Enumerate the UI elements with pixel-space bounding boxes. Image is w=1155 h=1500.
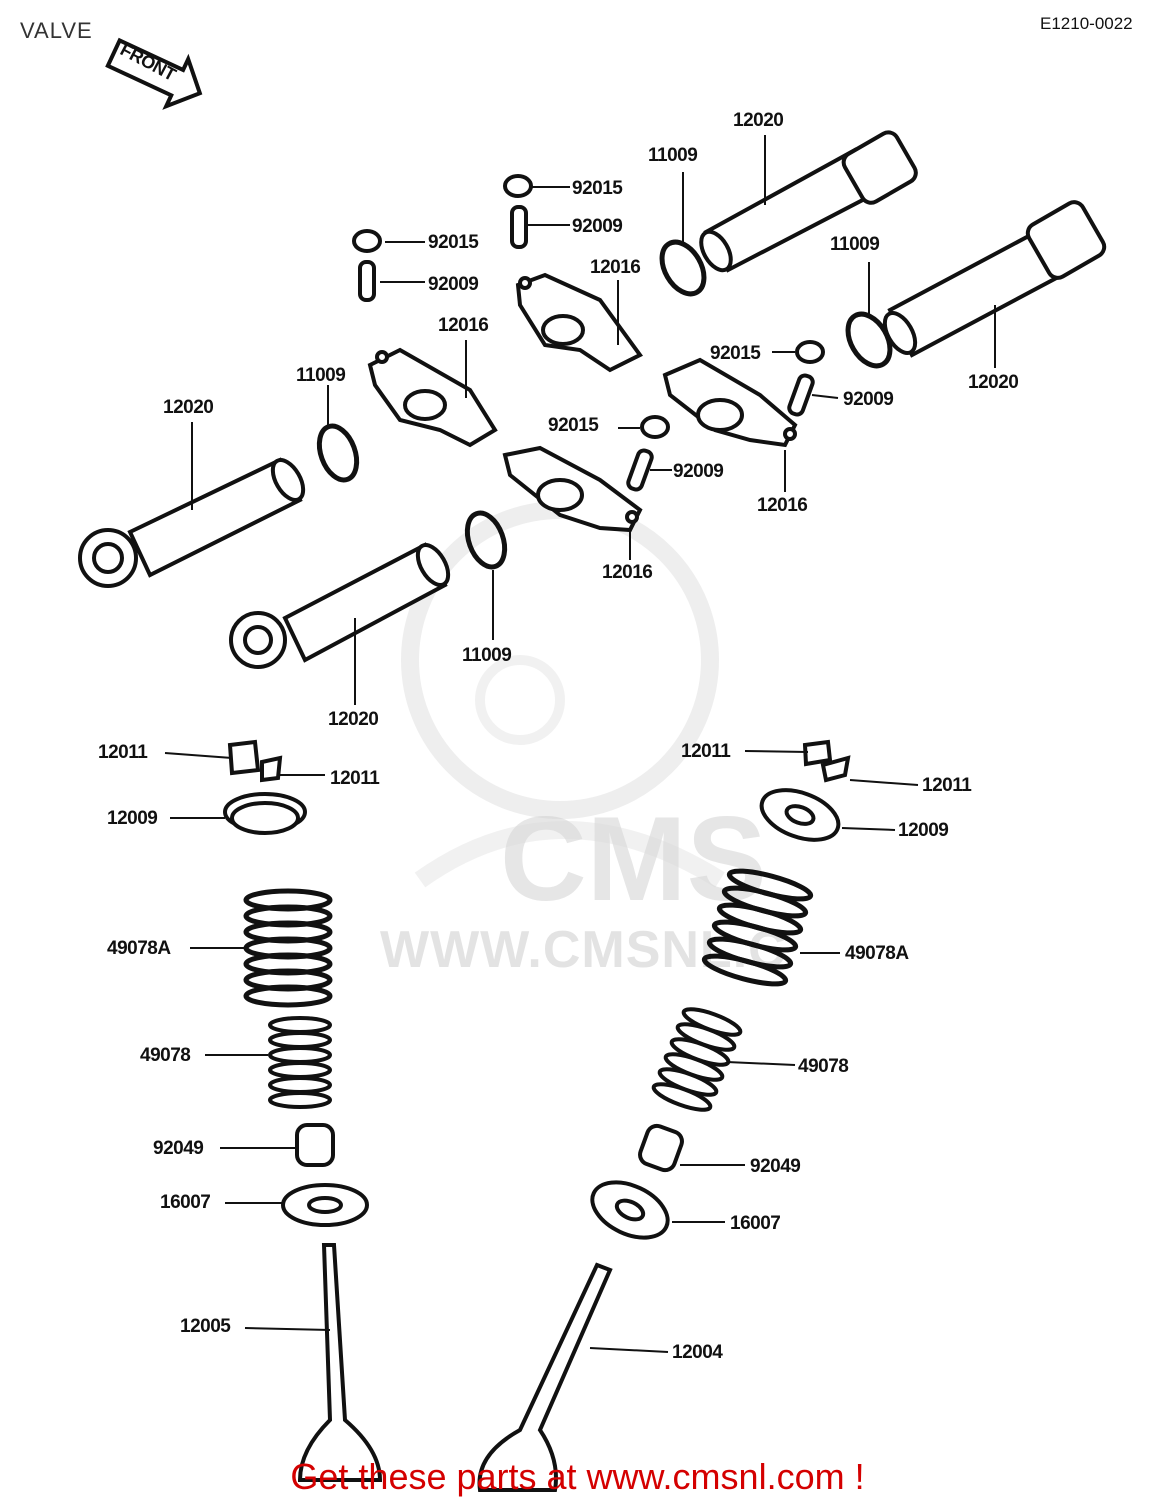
adjusting-screw-92009 (358, 205, 815, 492)
part-label: 16007 (730, 1213, 781, 1234)
exhaust-valve-12005 (297, 1243, 383, 1482)
part-label: 12011 (330, 768, 380, 789)
part-label: 12020 (733, 110, 784, 131)
rocker-arm-a (367, 347, 498, 448)
part-label: 12020 (163, 397, 214, 418)
part-label: 49078 (140, 1045, 191, 1066)
part-label: 12011 (98, 742, 148, 763)
part-label: 92009 (572, 216, 623, 237)
part-label: 49078 (798, 1056, 849, 1077)
rocker-arm-c (662, 357, 798, 448)
washer-11009 (316, 239, 893, 570)
part-label: 12004 (672, 1342, 723, 1363)
outer-spring-left (246, 891, 330, 1005)
rocker-shaft-top (699, 130, 918, 273)
outer-spring-right (702, 865, 813, 989)
part-label: 92049 (750, 1156, 801, 1177)
part-label: 92049 (153, 1138, 204, 1159)
front-arrow-icon (105, 37, 203, 110)
part-label: 11009 (462, 645, 512, 666)
part-label: 49078A (845, 943, 909, 964)
diagram-code: E1210-0022 (1040, 14, 1133, 33)
part-label: 92015 (428, 232, 479, 253)
part-label: 12005 (180, 1316, 231, 1337)
inner-spring-left (268, 1016, 332, 1109)
part-label: 92009 (843, 389, 894, 410)
intake-valve-12004 (477, 1262, 613, 1492)
part-label: 11009 (296, 365, 346, 386)
part-label: 12011 (922, 775, 972, 796)
part-label: 16007 (160, 1192, 211, 1213)
part-label: 11009 (648, 145, 698, 166)
part-label: 92009 (673, 461, 724, 482)
part-label: 12016 (757, 495, 808, 516)
spring-seat-16007 (281, 1180, 670, 1240)
inner-spring-right (651, 1007, 743, 1112)
spring-retainer-12009 (223, 788, 841, 842)
part-label: 92015 (710, 343, 761, 364)
part-label: 92015 (572, 178, 623, 199)
part-label: 12009 (898, 820, 949, 841)
oil-seal-92049 (295, 1123, 684, 1173)
rocker-shaft-right (882, 200, 1107, 358)
valve-cotter-12011 (227, 739, 851, 783)
rocker-arm-d (502, 445, 643, 533)
part-label: 12009 (107, 808, 158, 829)
part-label: 12011 (681, 741, 731, 762)
shop-link[interactable]: Get these parts at www.cmsnl.com ! (290, 1456, 865, 1497)
part-label: 12016 (438, 315, 489, 336)
part-label: 12016 (590, 257, 641, 278)
part-label: 92009 (428, 274, 479, 295)
part-label: 12020 (328, 709, 379, 730)
watermark-figure (401, 501, 725, 888)
rocker-shaft-left (78, 457, 306, 588)
part-label: 49078A (107, 938, 171, 959)
part-label: 12016 (602, 562, 653, 583)
diagram-title: VALVE (20, 18, 93, 43)
leader-lines (164, 135, 996, 1353)
part-label: 12020 (968, 372, 1019, 393)
adjusting-nut-92015 (352, 174, 825, 439)
rocker-shaft-bottom (229, 542, 451, 669)
rocker-arm-b (515, 272, 644, 373)
part-label: 92015 (548, 415, 599, 436)
part-label: 11009 (830, 234, 880, 255)
